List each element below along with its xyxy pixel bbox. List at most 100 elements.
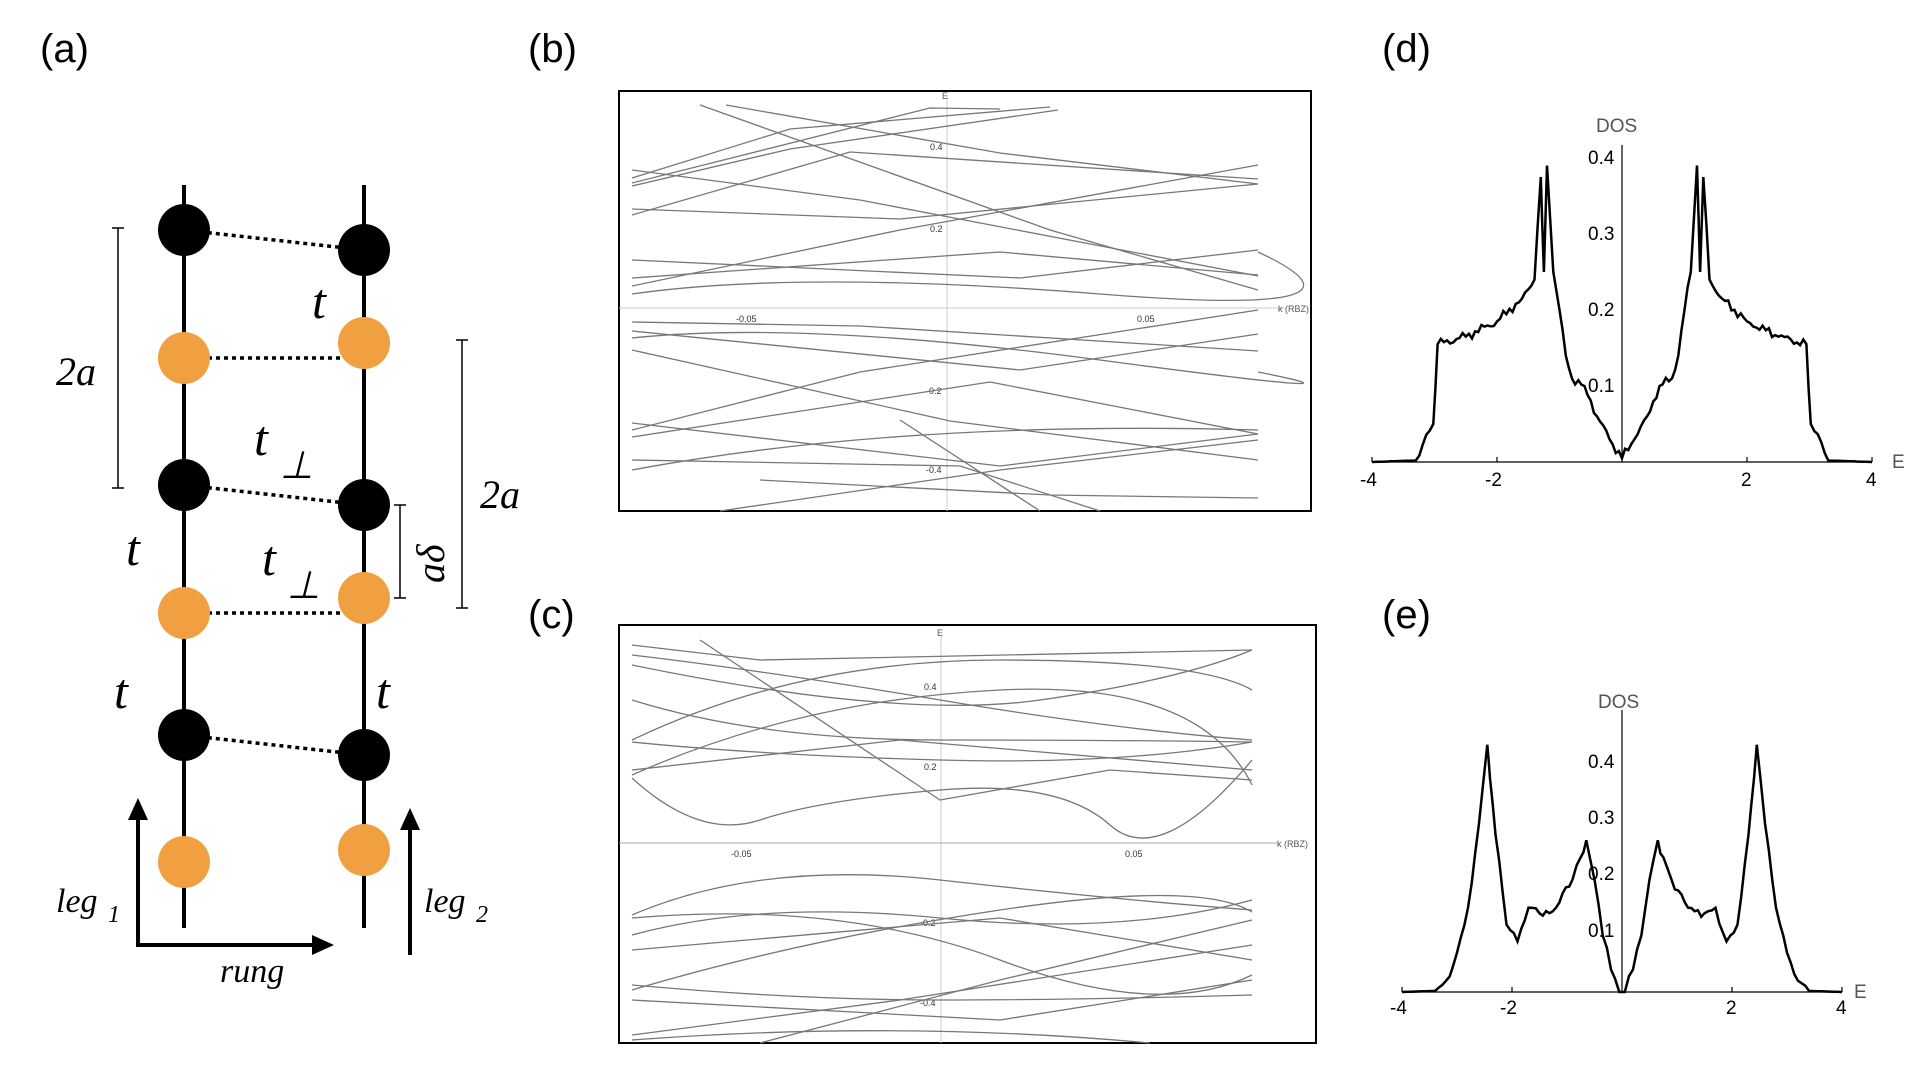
band-line xyxy=(631,309,1259,431)
leg2-text: leg xyxy=(424,883,466,920)
band-line xyxy=(631,381,1259,438)
black-site xyxy=(338,224,390,276)
hop-perp-symbol: ⊥ xyxy=(280,445,313,487)
band-line xyxy=(631,984,1253,1001)
period-bracket-right xyxy=(456,339,468,609)
band-ylabel-b: E xyxy=(942,91,948,101)
hop-perp-label: t ⊥ xyxy=(262,530,320,607)
band-ytick-c: -0.2 xyxy=(920,918,936,928)
orange-site xyxy=(158,836,210,888)
orange-site xyxy=(158,332,210,384)
band-ytick-c: 0.4 xyxy=(924,682,937,692)
band-line xyxy=(699,639,1253,801)
band-lines-c xyxy=(631,639,1253,1044)
band-line xyxy=(631,106,1051,179)
band-frame-c xyxy=(618,624,1317,1044)
orange-site xyxy=(338,824,390,876)
ladder-diagram: 2a 2a aδ t t t t t ⊥ t ⊥ xyxy=(56,185,520,990)
band-ytick-c: -0.4 xyxy=(920,998,936,1008)
dos-xtick-d: -4 xyxy=(1360,470,1377,491)
band-line xyxy=(631,331,1305,385)
leg2-label: leg 2 xyxy=(424,883,488,928)
band-line xyxy=(631,251,1305,302)
band-line xyxy=(631,107,1001,184)
band-ytick-b: 0.2 xyxy=(930,224,943,234)
black-site xyxy=(158,709,210,761)
offset-label: aδ xyxy=(408,543,453,583)
dos-plot-e: -4 -2 2 4 0.4 0.3 0.2 0.1 DOS E xyxy=(1390,692,1867,1019)
dos-ytick-d: 0.4 xyxy=(1588,148,1615,169)
dos-ytick-e: 0.3 xyxy=(1588,808,1614,829)
band-line xyxy=(631,979,1253,1021)
dos-xtick-e: 2 xyxy=(1726,998,1737,1019)
dos-ytick-d: 0.2 xyxy=(1588,300,1614,321)
band-line xyxy=(631,183,1259,220)
leg1-subscript: 1 xyxy=(108,902,120,928)
panel-label-b: (b) xyxy=(528,27,577,71)
band-line xyxy=(631,759,1253,839)
band-line xyxy=(631,1030,1151,1044)
dos-xtick-d: 2 xyxy=(1741,470,1752,491)
dos-ylabel-e: DOS xyxy=(1598,692,1639,713)
leg1-arrow xyxy=(128,798,148,945)
band-line xyxy=(631,654,1253,741)
panel-label-a: (a) xyxy=(40,27,89,71)
band-xtick-b: -0.05 xyxy=(736,314,757,324)
band-xlabel-b: k (RBZ) xyxy=(1278,304,1309,314)
band-line xyxy=(631,917,1253,961)
band-line xyxy=(631,644,1253,661)
hop-perp-symbol: ⊥ xyxy=(287,565,320,607)
hop-t-label: t xyxy=(114,663,129,719)
offset-bracket xyxy=(394,504,406,599)
hop-perp-t: t xyxy=(262,530,277,586)
band-line xyxy=(631,739,1253,771)
band-line xyxy=(631,649,1253,706)
band-frame-b xyxy=(618,90,1312,512)
panel-label-d: (d) xyxy=(1382,27,1431,71)
panel-label-c: (c) xyxy=(528,593,575,637)
band-line xyxy=(631,151,1259,216)
orange-site xyxy=(338,572,390,624)
band-line xyxy=(631,741,1253,762)
band-line xyxy=(631,899,1253,936)
band-line xyxy=(759,919,1253,1044)
panel-label-e: (e) xyxy=(1382,593,1431,637)
dos-ytick-d: 0.3 xyxy=(1588,224,1614,245)
band-line xyxy=(631,249,1259,279)
rung-arrow xyxy=(136,935,334,955)
band-line xyxy=(631,944,1253,1036)
dos-curve-e xyxy=(1401,744,1843,994)
band-line xyxy=(899,419,1041,512)
band-line xyxy=(631,659,1253,741)
band-ytick-c: 0.2 xyxy=(924,762,937,772)
band-line xyxy=(631,699,1253,743)
period-label-right: 2a xyxy=(480,472,520,517)
hop-t-label: t xyxy=(126,520,141,576)
band-line xyxy=(631,459,1101,512)
band-line xyxy=(719,439,1259,512)
dos-xlabel-d: E xyxy=(1892,452,1905,473)
hop-t-label: t xyxy=(312,273,327,329)
hop-t-label: t xyxy=(376,663,391,719)
leg2-arrow xyxy=(400,808,420,955)
band-plot-b: E k (RBZ) -0.05 0.05 0.4 0.2 -0.2 -0.4 xyxy=(618,90,1312,512)
band-line xyxy=(631,164,1259,287)
dos-xtick-e: 4 xyxy=(1836,998,1847,1019)
orange-site xyxy=(338,317,390,369)
black-site xyxy=(338,479,390,531)
band-line xyxy=(631,913,1253,995)
orange-site xyxy=(158,587,210,639)
dos-xtick-d: 4 xyxy=(1866,470,1877,491)
band-ytick-b: 0.4 xyxy=(930,142,943,152)
hop-perp-label: t ⊥ xyxy=(254,410,313,487)
dos-plot-d: -4 -2 2 4 0.4 0.3 0.2 0.1 DOS E xyxy=(1360,116,1905,491)
band-xtick-c: 0.05 xyxy=(1125,849,1143,859)
band-ytick-b: -0.4 xyxy=(926,465,942,475)
band-xlabel-c: k (RBZ) xyxy=(1277,839,1308,849)
band-line xyxy=(631,109,1059,187)
rung-bond xyxy=(183,483,365,507)
band-line xyxy=(631,688,1253,786)
band-xtick-c: -0.05 xyxy=(731,849,752,859)
leg1-text: leg xyxy=(56,883,98,920)
